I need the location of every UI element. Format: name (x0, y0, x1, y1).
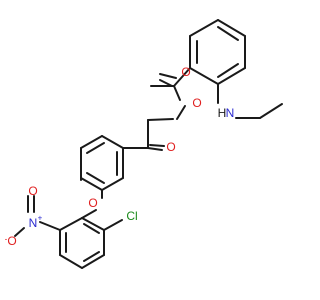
chloro-group (103, 219, 123, 231)
chlorine-atom: Cl (126, 209, 137, 223)
amine-nitrogen: N (226, 106, 235, 120)
nitro-double-oxygen: O (28, 184, 37, 198)
nitro-single-oxygen: O (7, 234, 16, 248)
ketone-oxygen: O (166, 140, 175, 154)
ether-link (80, 177, 103, 219)
nitro-group (14, 195, 61, 237)
anthranilate-ring (189, 19, 246, 85)
methylamino-group (217, 83, 283, 119)
ether-oxygen: O (88, 196, 97, 210)
chloronitrophenyl-ring (59, 217, 105, 269)
linker-chain (122, 118, 174, 151)
chemical-structure-diagram: O O N H O O N + O O - Cl (5, 19, 283, 269)
ester-carbonyl-oxygen: O (181, 65, 190, 79)
central-phenyl-ring (80, 135, 124, 191)
nitro-nitrogen: N (29, 216, 38, 230)
ester-group (150, 67, 191, 120)
nitro-positive-charge: + (38, 214, 43, 223)
amine-hydrogen: H (218, 106, 227, 120)
ester-link-oxygen: O (192, 96, 201, 110)
nitro-negative-charge: - (5, 235, 8, 244)
